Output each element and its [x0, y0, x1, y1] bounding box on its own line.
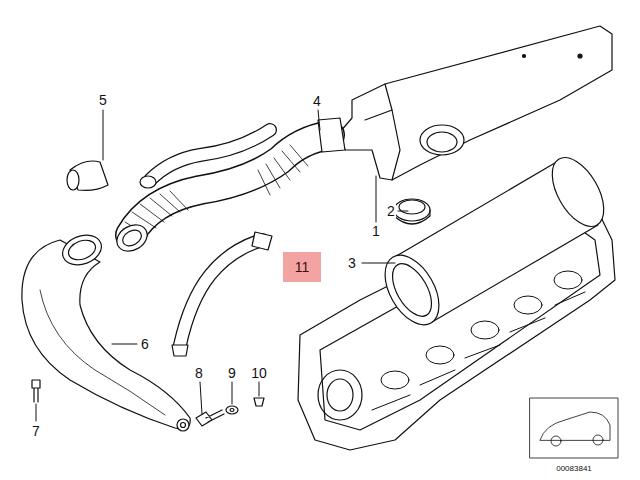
diagram-id: 00083841 — [555, 464, 593, 473]
callout-number: 6 — [140, 336, 150, 352]
callout-number: 3 — [347, 255, 357, 271]
callout-number: 9 — [227, 365, 237, 381]
callout-number: 10 — [250, 365, 268, 381]
callout-number: 5 — [98, 92, 108, 108]
callout-number: 7 — [31, 423, 41, 439]
callout-number: 1 — [371, 223, 381, 239]
callout-number: 11 — [295, 259, 310, 275]
callout-number: 8 — [194, 365, 204, 381]
highlight-callout: 11 — [283, 252, 321, 282]
callout-number: 4 — [312, 93, 322, 109]
callout-number: 2 — [386, 203, 396, 219]
